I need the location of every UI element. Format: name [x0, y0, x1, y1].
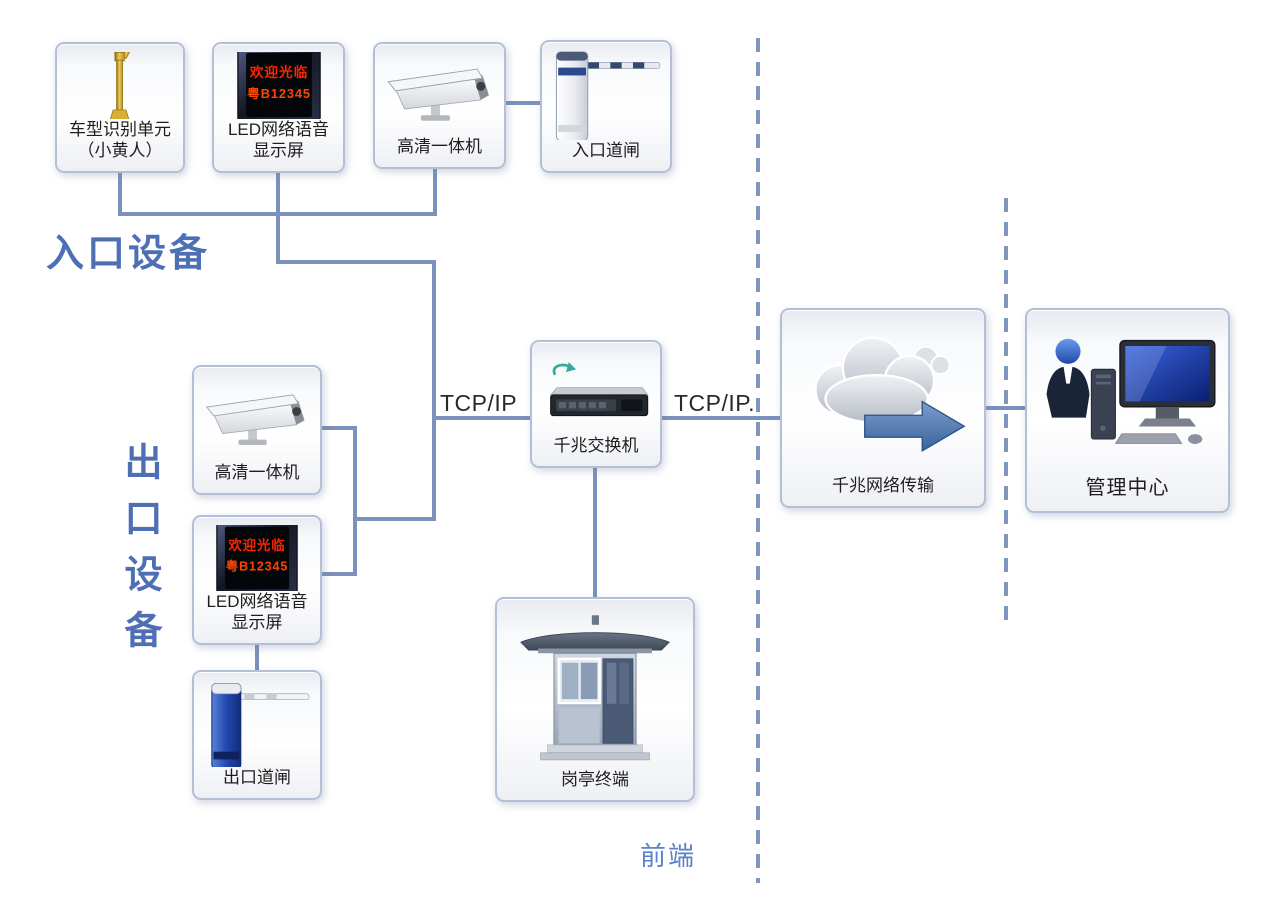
connector-entrance-bus [118, 212, 437, 216]
node-label: 车型识别单元 （小黄人） [69, 119, 171, 163]
led-display-icon: 欢迎光临 粤B12345 [219, 52, 338, 119]
connector-tcpip-right [660, 416, 780, 420]
led-text-line2: 粤B12345 [247, 86, 311, 101]
connector-camera-to-entrance-barrier [504, 101, 542, 105]
led-text-line2: 粤B12345 [226, 558, 288, 573]
connector-led-exit-stub [320, 572, 355, 576]
led-text-line1: 欢迎光临 [227, 537, 285, 553]
node-label-line1: 岗亭终端 [561, 770, 629, 790]
dashed-separator-frontend [756, 38, 760, 883]
connector-camera-exit-stub [320, 426, 355, 430]
guard-booth-icon [502, 607, 688, 769]
barrier-gate-icon [547, 50, 665, 141]
node-label-line1: 管理中心 [1085, 477, 1170, 500]
node-label-line1: 入口道闸 [572, 141, 640, 161]
tcpip-label-right: TCP/IP. [674, 390, 756, 416]
vehicle-recognition-pole-icon [62, 52, 178, 119]
led-text-line1: 欢迎光临 [248, 64, 307, 80]
node-gigabit-network: 千兆网络传输 [780, 308, 986, 508]
connector-led-entrance-drop [276, 171, 280, 264]
node-booth-terminal: 岗亭终端 [495, 597, 695, 802]
connector-exit-to-trunk [353, 517, 436, 521]
node-exit-barrier: 出口道闸 [192, 670, 322, 800]
node-led-exit: 欢迎光临 粤B12345 LED网络语音 显示屏 [192, 515, 322, 645]
node-label: LED网络语音 显示屏 [228, 119, 329, 163]
cloud-network-icon [787, 318, 979, 475]
connector-camera-entrance-drop [433, 165, 437, 216]
connector-entrance-bus-lower [276, 260, 436, 264]
connector-exit-bus [353, 426, 357, 576]
node-label: 入口道闸 [572, 140, 640, 162]
hd-camera-icon [199, 375, 315, 462]
entrance-group-label: 入口设备 [46, 233, 211, 275]
node-entrance-barrier: 入口道闸 [540, 40, 672, 173]
tcpip-label-left: TCP/IP [440, 390, 518, 416]
node-label: 千兆网络传输 [832, 475, 934, 497]
exit-group-label: 出口设备 [118, 442, 160, 666]
node-label-line1: 出口道闸 [223, 768, 291, 788]
node-camera-exit: 高清一体机 [192, 365, 322, 495]
connector-led-to-exit-barrier [255, 643, 259, 672]
node-label-line1: LED网络语音 [206, 591, 308, 611]
node-led-entrance: 欢迎光临 粤B12345 LED网络语音 显示屏 [212, 42, 345, 173]
node-label-line1: LED网络语音 [227, 119, 330, 139]
connector-tcpip-left [432, 416, 530, 420]
node-label: 岗亭终端 [561, 769, 629, 791]
node-label: 出口道闸 [223, 767, 291, 789]
node-management-center: 管理中心 [1025, 308, 1230, 513]
node-label-line1: 高清一体机 [214, 463, 300, 483]
node-label-line2: 显示屏 [252, 141, 304, 161]
led-display-icon: 欢迎光临 粤B12345 [199, 525, 315, 591]
dashed-separator-management [1004, 198, 1008, 623]
barrier-gate-icon [199, 680, 315, 768]
node-label: 高清一体机 [397, 136, 482, 158]
node-label-line2: 显示屏 [231, 613, 283, 633]
node-label: 管理中心 [1086, 476, 1170, 502]
connector-vehicle-drop [118, 170, 122, 216]
network-switch-icon [537, 350, 655, 435]
node-label-line1: 车型识别单元 [69, 119, 171, 139]
node-label: 高清一体机 [215, 462, 300, 484]
node-camera-entrance: 高清一体机 [373, 42, 506, 169]
node-label-line2: （小黄人） [77, 141, 163, 161]
node-label-line1: 千兆网络传输 [832, 476, 934, 496]
node-gigabit-switch: 千兆交换机 [530, 340, 662, 468]
node-label-line1: 千兆交换机 [553, 436, 639, 456]
connector-main-trunk [432, 260, 436, 521]
connector-switch-to-booth [593, 466, 597, 599]
node-vehicle-recognition: 车型识别单元 （小黄人） [55, 42, 185, 173]
hd-camera-icon [380, 52, 499, 136]
frontend-label: 前端 [640, 841, 697, 871]
node-label-line1: 高清一体机 [397, 137, 482, 157]
management-workstation-icon [1032, 318, 1223, 476]
node-label: LED网络语音 显示屏 [206, 591, 307, 635]
node-label: 千兆交换机 [554, 435, 639, 457]
